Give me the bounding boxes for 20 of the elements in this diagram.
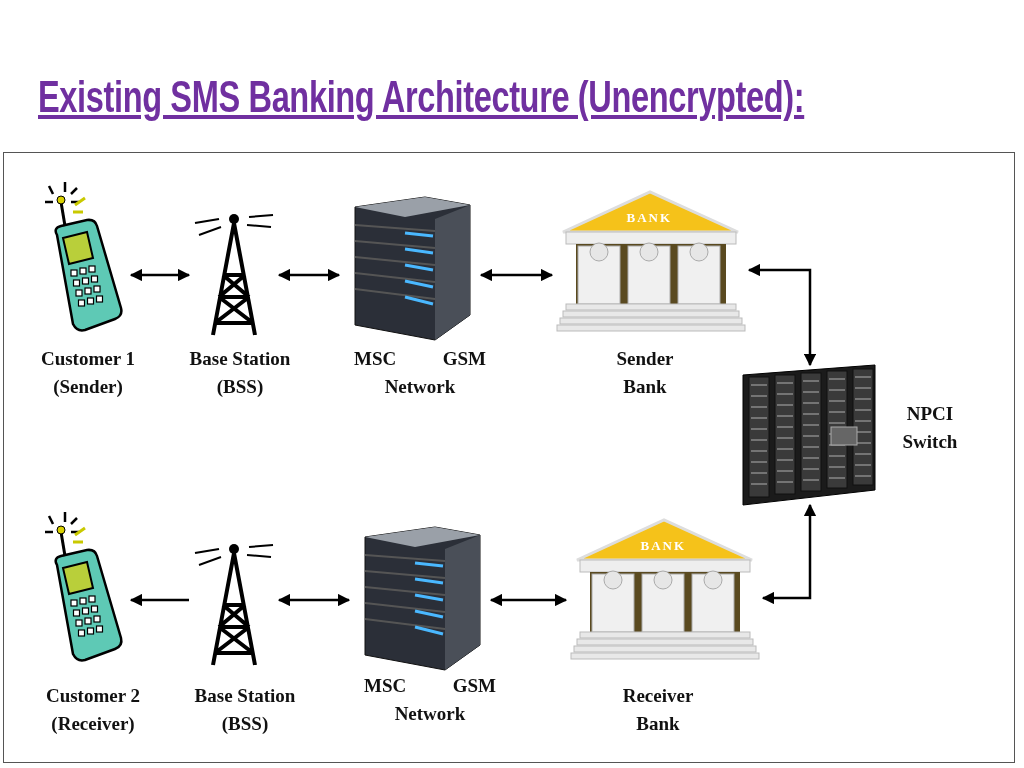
node-caption: MSC GSM Network	[362, 674, 498, 726]
arrow	[129, 268, 191, 282]
arrow	[747, 263, 817, 367]
node-caption: NPCI Switch	[901, 402, 959, 454]
node-caption: Receiver Bank	[621, 684, 695, 736]
node-caption: Sender Bank	[615, 347, 675, 399]
arrow	[277, 268, 341, 282]
arrow	[129, 593, 189, 607]
arrow	[761, 503, 817, 605]
node-caption: MSC GSM Network	[352, 347, 488, 399]
arrow	[489, 593, 568, 607]
pediment-sign: BANK	[626, 210, 673, 226]
node-caption: Base Station (BSS)	[193, 684, 297, 736]
arrow	[479, 268, 554, 282]
pediment-sign: BANK	[640, 538, 687, 554]
node-caption: Base Station (BSS)	[188, 347, 292, 399]
node-caption: Customer 1 (Sender)	[39, 347, 137, 399]
slide-title: Existing SMS Banking Architecture (Unencrypted):	[38, 72, 805, 122]
node-caption: Customer 2 (Receiver)	[44, 684, 142, 736]
arrow	[277, 593, 351, 607]
